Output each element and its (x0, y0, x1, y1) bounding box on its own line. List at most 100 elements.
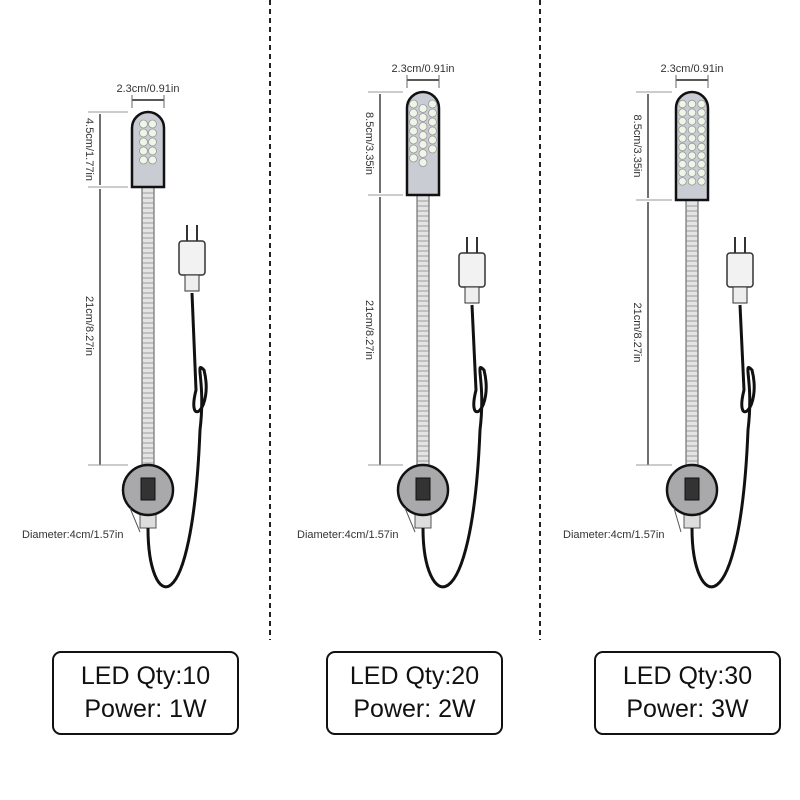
led (687, 116, 697, 126)
diameter-label: Diameter:4cm/1.57in (563, 529, 665, 541)
led (418, 104, 428, 113)
power: Power: 1W (84, 695, 207, 723)
led (409, 135, 418, 145)
neck-length-label: 21cm/8.27in (363, 300, 375, 360)
led (428, 126, 437, 136)
led (697, 151, 706, 160)
power-switch (140, 477, 156, 501)
led (428, 117, 437, 127)
led (678, 134, 687, 143)
led-qty: LED Qty:30 (622, 662, 753, 690)
led (687, 142, 697, 152)
led (428, 135, 437, 145)
led (678, 177, 687, 186)
led (687, 177, 697, 186)
power-cord (146, 292, 208, 589)
diameter-leader (129, 507, 141, 533)
led (678, 108, 687, 117)
led (148, 119, 157, 129)
led (139, 155, 148, 165)
gooseneck (141, 186, 155, 471)
head-length-label: 4.5cm/1.77in (83, 118, 95, 181)
led (687, 134, 697, 143)
plug-strain-relief (464, 286, 480, 304)
plug-body (458, 252, 486, 288)
led (148, 146, 157, 156)
lamp-panel-3: 2.3cm/0.91in 8.5cm/3.35in 21cm/8.27inDiame… (563, 63, 756, 589)
neck-length-label: 21cm/8.27in (631, 303, 643, 363)
led (687, 99, 697, 109)
led (418, 149, 428, 158)
power-cord (421, 304, 488, 589)
led (418, 131, 428, 140)
led (139, 146, 148, 156)
diameter-leader (404, 507, 416, 533)
diameter-label: Diameter:4cm/1.57in (297, 529, 399, 541)
led (687, 151, 697, 160)
led (409, 153, 418, 163)
led (697, 116, 706, 126)
lamp-head (130, 110, 166, 189)
spec-box-2: LED Qty:20 Power: 2W (326, 651, 503, 735)
led (678, 168, 687, 177)
width-label: 2.3cm/0.91in (661, 63, 724, 75)
width-label: 2.3cm/0.91in (392, 63, 455, 75)
led (678, 151, 687, 160)
spec-box-1: LED Qty:10 Power: 1W (52, 651, 239, 735)
led (428, 144, 437, 154)
led (409, 144, 418, 154)
width-label: 2.3cm/0.91in (117, 83, 180, 95)
led (697, 177, 706, 186)
lamp-panel-2: 2.3cm/0.91in 8.5cm/3.35in 21cm/8.27inDiame… (297, 63, 488, 589)
led (697, 125, 706, 134)
led (409, 108, 418, 118)
led (409, 117, 418, 127)
power: Power: 2W (353, 695, 476, 723)
led-qty: LED Qty:10 (80, 662, 211, 690)
spec-box-3: LED Qty:30 Power: 3W (594, 651, 781, 735)
led (428, 108, 437, 118)
led (418, 113, 428, 122)
led (418, 122, 428, 131)
plug-body (178, 240, 206, 276)
led (687, 168, 697, 177)
diameter-leader (673, 507, 682, 533)
diameter-label: Diameter:4cm/1.57in (22, 529, 124, 541)
led (139, 128, 148, 138)
led (697, 168, 706, 177)
plug-strain-relief (184, 274, 200, 292)
led (148, 137, 157, 147)
led (678, 159, 687, 169)
led (409, 99, 418, 109)
led (687, 159, 697, 169)
head-length-label: 8.5cm/3.35in (363, 112, 375, 175)
led (139, 119, 148, 129)
power-cord (690, 304, 756, 589)
led (418, 140, 428, 149)
led (678, 99, 687, 109)
led (697, 142, 706, 152)
led (697, 134, 706, 143)
led (428, 99, 437, 109)
led (697, 108, 706, 117)
led (678, 116, 687, 126)
power-switch (684, 477, 700, 501)
led (697, 159, 706, 169)
led (678, 125, 687, 134)
power-switch (415, 477, 431, 501)
led (687, 125, 697, 134)
led-qty: LED Qty:20 (349, 662, 480, 690)
gooseneck (685, 199, 699, 471)
led (148, 155, 157, 165)
head-length-label: 8.5cm/3.35in (631, 115, 643, 178)
power: Power: 3W (626, 695, 749, 723)
led (687, 108, 697, 117)
led (697, 99, 706, 109)
plug-body (726, 252, 754, 288)
neck-length-label: 21cm/8.27in (83, 296, 95, 356)
led (678, 142, 687, 152)
led (139, 137, 148, 147)
led (409, 126, 418, 136)
lamp-panel-1: 2.3cm/0.91in 4.5cm/1.77in 21cm/8.27inDiame… (22, 83, 208, 589)
